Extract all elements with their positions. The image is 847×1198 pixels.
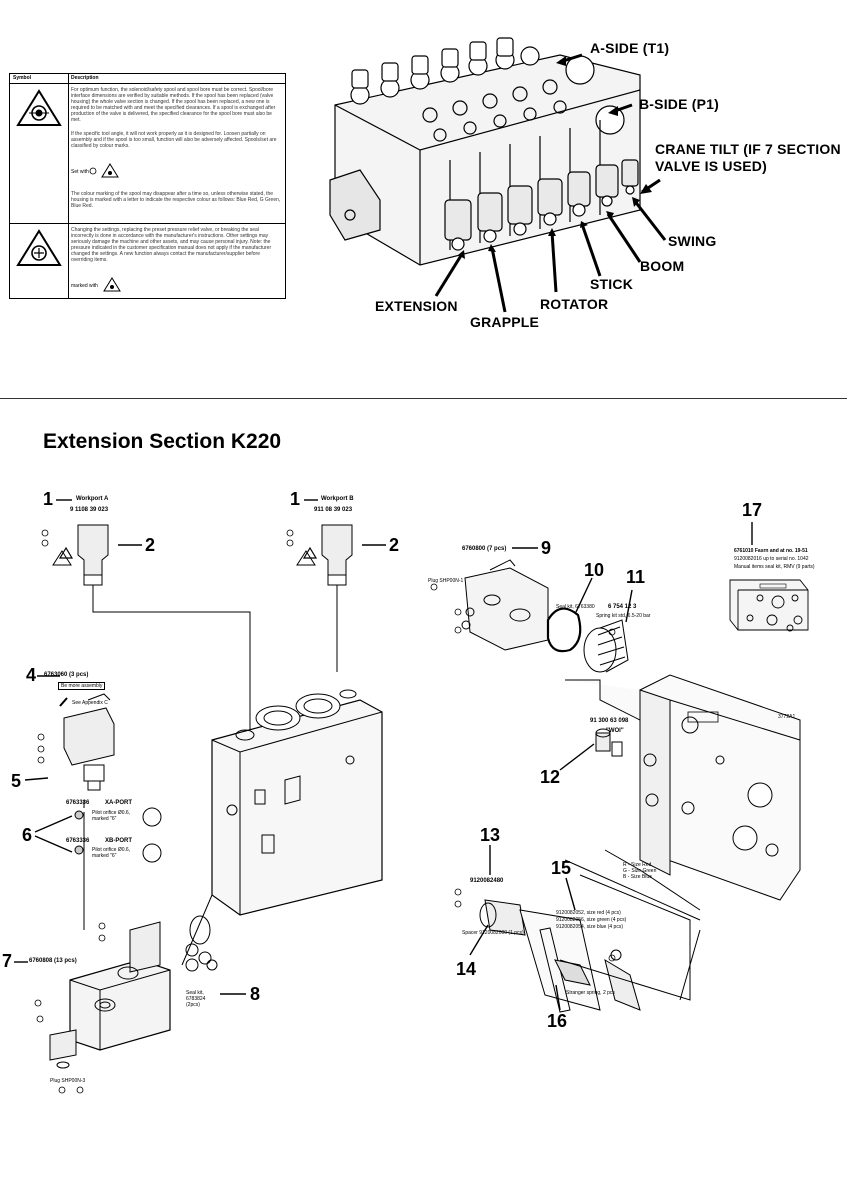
callout-12: 12 <box>540 767 561 787</box>
spool-warning-icon <box>16 89 62 126</box>
p6-pn-a: 6763336 <box>66 800 90 806</box>
label-stick: STICK <box>590 276 633 292</box>
label-crane-tilt-2: VALVE IS USED) <box>655 158 767 174</box>
callout-16: 16 <box>547 1011 568 1031</box>
symbol-row-settings: Changing the settings, replacing the pre… <box>10 223 285 298</box>
p12-pn: 91 300 63 098 <box>590 718 629 724</box>
p6-note-b: Pilot orifice Ø0.6, marked "6" <box>92 847 131 859</box>
p15-line3: 9120082054, size blue (4 pcs) <box>556 924 623 930</box>
callout-1b: 1 <box>290 489 301 509</box>
settings-mark-icon <box>103 277 121 292</box>
spool-description-1: For optimum function, the solenoid/safet… <box>71 87 276 123</box>
spool-description-3: The colour marking of the spool may disa… <box>71 191 281 209</box>
spool-mark-icons <box>89 163 119 178</box>
p4-note: Be more assembly <box>58 682 106 690</box>
settings-warning-icon <box>16 229 62 266</box>
callout-2b: 2 <box>389 535 400 555</box>
callout-9: 9 <box>541 538 552 558</box>
housing-mark: 3772A1 <box>778 714 796 720</box>
p4-appendix: See Appendix C <box>72 700 108 706</box>
label-boom: BOOM <box>640 258 685 274</box>
p10-seal: Seal kit, 6763380 <box>556 604 595 610</box>
label-grapple: GRAPPLE <box>470 314 540 330</box>
label-a-side: A-SIDE (T1) <box>590 40 670 56</box>
valve-block-overview-drawing <box>329 37 667 313</box>
p6-port-b: XB-PORT <box>105 838 132 844</box>
p15-line2: 9120082056, size green (4 pcs) <box>556 917 627 923</box>
callout-11: 11 <box>626 567 646 587</box>
callout-2a: 2 <box>145 535 156 555</box>
workport-b-pn: 911 08 39 023 <box>314 507 353 513</box>
label-extension: EXTENSION <box>375 298 458 314</box>
header-symbol: Symbol <box>13 75 32 81</box>
p17-line3: Manual items seal kit, RMV (9 parts) <box>734 564 815 570</box>
symbol-column-divider <box>68 74 69 298</box>
symbol-row-spool: For optimum function, the solenoid/safet… <box>10 83 285 224</box>
p6-note-a: Pilot orifice Ø0.6, marked "6" <box>92 810 131 822</box>
workport-a-pn: 9 1108 39 023 <box>70 507 109 513</box>
callout-8: 8 <box>250 984 261 1004</box>
p6-pn-b: 6763336 <box>66 838 90 844</box>
section-title: Extension Section K220 <box>43 430 282 453</box>
label-swing: SWING <box>668 233 717 249</box>
callout-10: 10 <box>584 560 605 580</box>
p8-seal: Seal kit, 6783824 (2pcs) <box>186 990 206 1008</box>
label-b-side: B-SIDE (P1) <box>639 96 719 112</box>
p14-note: Spacer 9120082000 (1 pcs) <box>462 930 524 936</box>
callout-7: 7 <box>2 951 13 971</box>
legend-blue: B - Size Blue <box>623 874 652 880</box>
spool-marked-with: Set with <box>71 169 89 175</box>
p9-plug: Plug SHP00N-1 <box>428 578 464 584</box>
p15-line1: 9120082052, size red (4 pcs) <box>556 910 621 916</box>
callout-17: 17 <box>742 500 763 520</box>
callout-14: 14 <box>456 959 477 979</box>
spool-description-2: If the specific tool angle, it will not … <box>71 131 277 149</box>
label-crane-tilt-1: CRANE TILT (IF 7 SECTION <box>655 141 841 157</box>
symbol-table-header: Symbol Description <box>10 74 285 84</box>
p9-pn: 6760800 (7 pcs) <box>462 546 507 552</box>
p12-note: "WOI" <box>606 728 624 734</box>
label-rotator: ROTATOR <box>540 296 609 312</box>
p6-port-a: XA-PORT <box>105 800 132 806</box>
workport-a-label: Workport A <box>76 496 109 502</box>
legend-red: R - Size Red <box>623 862 652 868</box>
p11-pn: 6 754 12 3 <box>608 604 637 610</box>
section-divider <box>0 398 847 399</box>
p11-spring: Spring kit std, 6.5-20 bar <box>596 613 651 619</box>
callout-6: 6 <box>22 825 33 845</box>
header-description: Description <box>71 75 99 81</box>
p17-line2: 9120082016 up to serial no. 1042 <box>734 556 809 562</box>
settings-description: Changing the settings, replacing the pre… <box>71 227 272 263</box>
callout-4: 4 <box>26 665 37 685</box>
callout-15: 15 <box>551 858 572 878</box>
p7-plug: Plug SHP00N-3 <box>50 1078 86 1084</box>
callout-1a: 1 <box>43 489 54 509</box>
p17-line1: 6761010 Fasrn and at no. 19-51 <box>734 548 808 554</box>
callout-5: 5 <box>11 771 22 791</box>
p13-pn: 9120082480 <box>470 878 504 884</box>
workport-b-label: Workport B <box>321 496 354 502</box>
callout-13: 13 <box>480 825 501 845</box>
settings-marked-with: marked with <box>71 283 98 289</box>
symbol-table: Symbol Description For optimum function,… <box>9 73 286 299</box>
p16-note: Stranger spring, 2 pcs <box>566 990 615 996</box>
p4-pn: 6763060 (3 pcs) <box>44 672 89 678</box>
p7-pn: 6760808 (13 pcs) <box>29 958 77 964</box>
legend-green: G - Size Green <box>623 868 657 874</box>
